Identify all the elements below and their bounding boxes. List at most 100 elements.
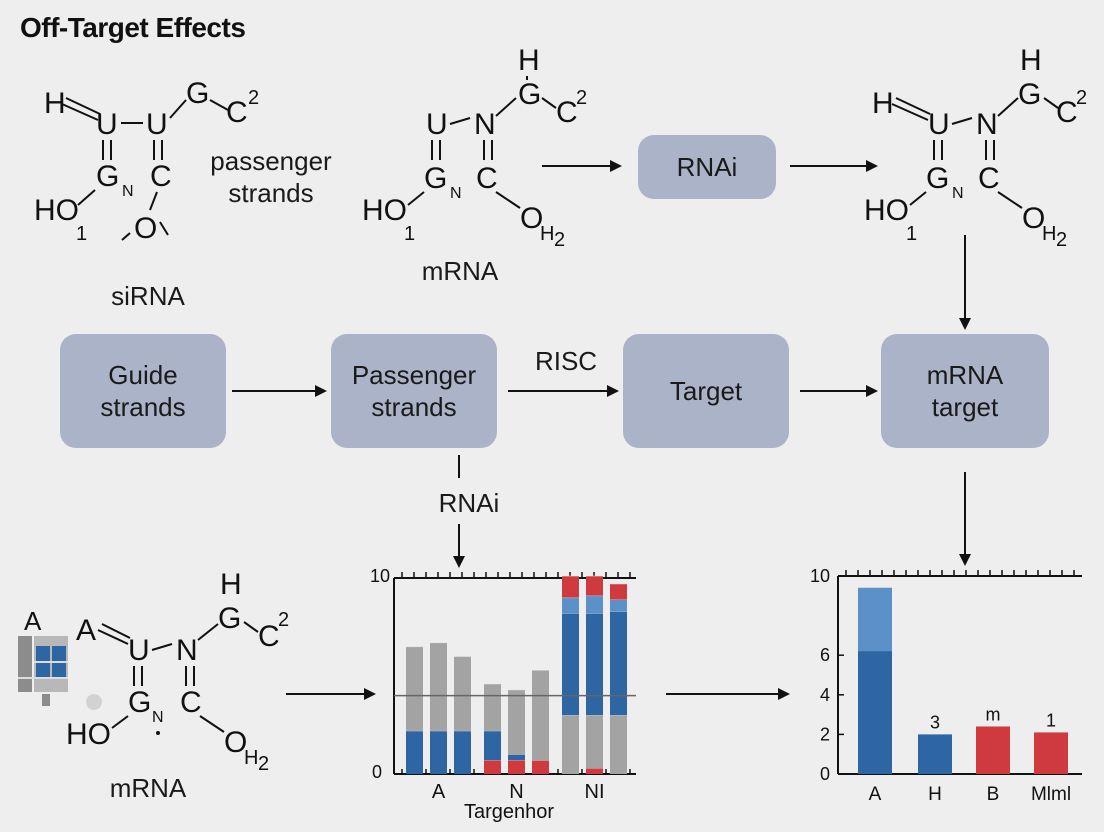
svg-text:2: 2 xyxy=(1076,87,1087,109)
svg-text:G: G xyxy=(218,602,241,635)
svg-text:O: O xyxy=(520,202,543,235)
svg-text:C: C xyxy=(1056,96,1078,129)
chart2-ytick-label: 2 xyxy=(820,724,830,744)
chart2-category-label: Mlml xyxy=(1031,784,1071,805)
passenger-side-label: passenger strands xyxy=(210,146,332,208)
svg-text:HO: HO xyxy=(66,718,111,751)
svg-text:O: O xyxy=(1022,202,1045,235)
svg-text:C: C xyxy=(978,162,1000,195)
svg-text:HO: HO xyxy=(34,194,79,227)
risc-label: RISC xyxy=(534,346,598,376)
svg-text:O: O xyxy=(134,212,157,245)
chart2-ytick-label: 10 xyxy=(810,566,830,586)
chart1-bar-segment xyxy=(508,754,525,761)
svg-text:2: 2 xyxy=(278,609,289,631)
rnai-mid-label: RNAi xyxy=(438,488,500,518)
svg-text:HO: HO xyxy=(864,194,909,227)
svg-text:2: 2 xyxy=(554,229,565,251)
chart1-bar-segment xyxy=(508,760,525,774)
mrna-target-box: mRNA target xyxy=(881,334,1049,448)
svg-text:1: 1 xyxy=(76,223,87,245)
mrna-top-molecule: H U N G C 2 G N C HO 1 O H 2 xyxy=(362,44,587,251)
guide-strands-box: Guide strands xyxy=(60,334,226,448)
chart1-bar-segment xyxy=(508,689,525,755)
svg-text:U: U xyxy=(96,108,118,141)
right-top-molecule: H H U N G C 2 G N C HO 1 O H 2 xyxy=(864,44,1087,251)
sirna-label: siRNA xyxy=(111,281,185,311)
passenger-strands-box: Passenger strands xyxy=(331,334,497,448)
svg-text:H: H xyxy=(1042,223,1056,245)
chart1-bar-segment xyxy=(532,670,549,761)
chart2-category-label: B xyxy=(987,784,1000,805)
svg-text:C: C xyxy=(556,96,578,129)
chart1-ytick-label: 0 xyxy=(372,762,382,782)
svg-text:H: H xyxy=(518,44,540,77)
chart1-bar-segment xyxy=(562,576,579,598)
chart1-x-axis-label: Targenhor xyxy=(464,801,554,823)
svg-text:N: N xyxy=(952,185,964,202)
svg-text:2: 2 xyxy=(248,87,259,109)
chart1-bar-segment xyxy=(430,730,447,774)
svg-text:N: N xyxy=(976,108,998,141)
chart1-bar-segment xyxy=(610,583,627,600)
chart1-bar-segment xyxy=(562,715,579,774)
svg-text:G: G xyxy=(518,78,541,111)
svg-text:2: 2 xyxy=(576,87,587,109)
chart1-bar-segment xyxy=(562,613,579,716)
mrna-top-label: mRNA xyxy=(421,256,499,286)
sirna-molecule: H U U G C 2 G N C HO 1 O xyxy=(34,77,259,245)
chart2-data-label: 3 xyxy=(930,712,940,732)
chart1-bar-segment xyxy=(484,760,501,774)
svg-text:U: U xyxy=(128,634,150,667)
chart2-data-label: 1 xyxy=(1046,710,1056,730)
svg-text:2: 2 xyxy=(258,753,269,775)
chart1-bar-segment xyxy=(586,576,603,596)
svg-text:U: U xyxy=(146,108,168,141)
svg-text:C: C xyxy=(258,620,280,653)
svg-text:H: H xyxy=(44,87,66,120)
svg-text:N: N xyxy=(450,185,462,202)
svg-text:C: C xyxy=(476,162,498,195)
chart2-bar-top-segment xyxy=(858,587,892,652)
page-title: Off-Target Effects xyxy=(20,12,246,43)
chart2-bar xyxy=(1034,732,1068,774)
svg-text:1: 1 xyxy=(906,223,917,245)
svg-text:N: N xyxy=(122,183,134,200)
chart1-category-label: N xyxy=(509,781,523,803)
block-grid-icon xyxy=(18,636,102,710)
svg-text:U: U xyxy=(928,108,950,141)
svg-text:H: H xyxy=(1020,44,1042,77)
svg-text:N: N xyxy=(176,634,198,667)
svg-text:G: G xyxy=(96,160,119,193)
chart1-ytick-label: 10 xyxy=(370,566,390,586)
svg-text:H: H xyxy=(220,568,242,601)
chart2-ytick-label: 4 xyxy=(820,685,830,705)
svg-text:H: H xyxy=(872,87,894,120)
chart1-bar-segment xyxy=(430,642,447,731)
chart1-category-label: NI xyxy=(585,781,605,803)
chart1-bar-segment xyxy=(454,656,471,731)
chart1-bar-segment xyxy=(562,597,579,614)
svg-text:2: 2 xyxy=(1056,229,1067,251)
chart1-bar-segment xyxy=(586,595,603,614)
svg-text:C: C xyxy=(150,160,172,193)
chart1-bar-segment xyxy=(610,715,627,774)
chart2-data-label: m xyxy=(986,704,1001,724)
target-box: Target xyxy=(623,334,789,448)
svg-text:G: G xyxy=(1018,78,1041,111)
chart1-bar-segment xyxy=(484,730,501,761)
svg-text:G: G xyxy=(186,77,209,110)
chart1-bar-segment xyxy=(586,768,603,774)
rnai-box: RNAi xyxy=(638,135,776,199)
chart2-category-label: H xyxy=(928,784,942,805)
svg-text:G: G xyxy=(424,162,447,195)
chart1-bar-segment xyxy=(406,730,423,774)
chart2-bar xyxy=(976,726,1010,774)
mrna-bottom-label: mRNA xyxy=(109,773,187,803)
chart2-category-label: A xyxy=(869,784,882,805)
svg-text:A: A xyxy=(76,614,96,647)
svg-text:N: N xyxy=(152,709,164,726)
